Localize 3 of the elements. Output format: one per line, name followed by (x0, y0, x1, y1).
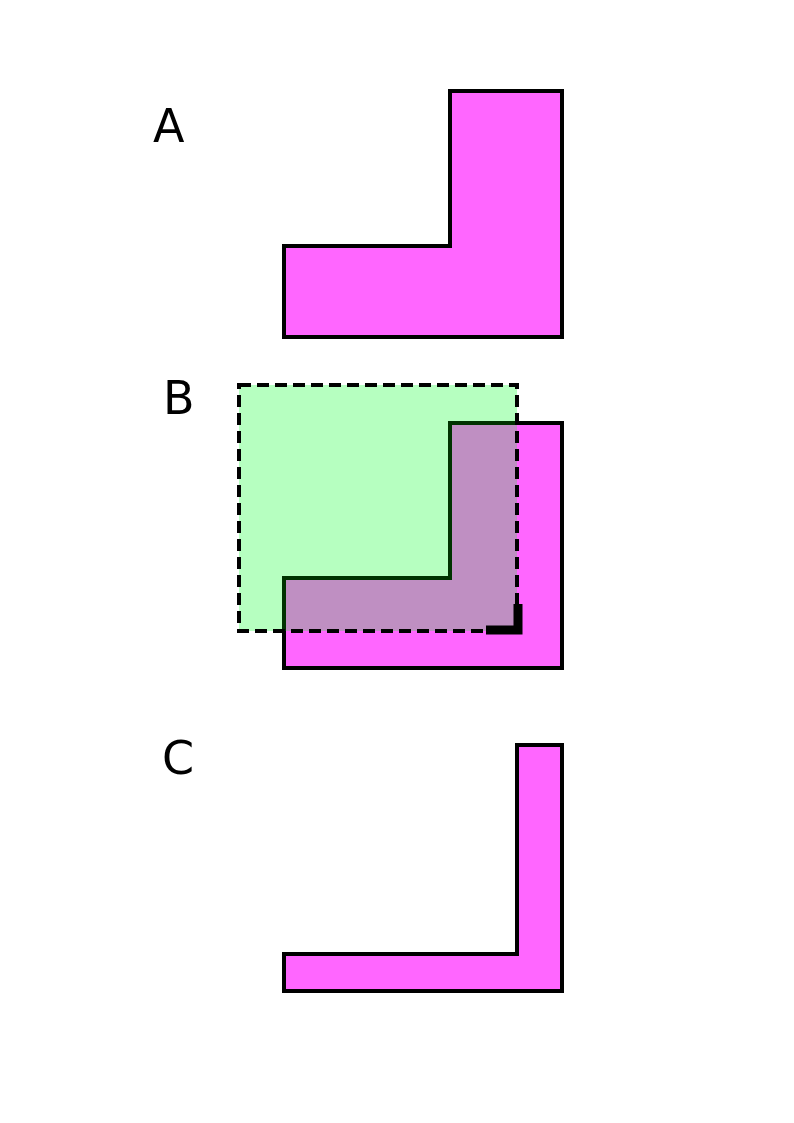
panel-label: A (153, 103, 185, 149)
panel-label: C (162, 735, 195, 781)
panel-label: B (163, 375, 195, 421)
